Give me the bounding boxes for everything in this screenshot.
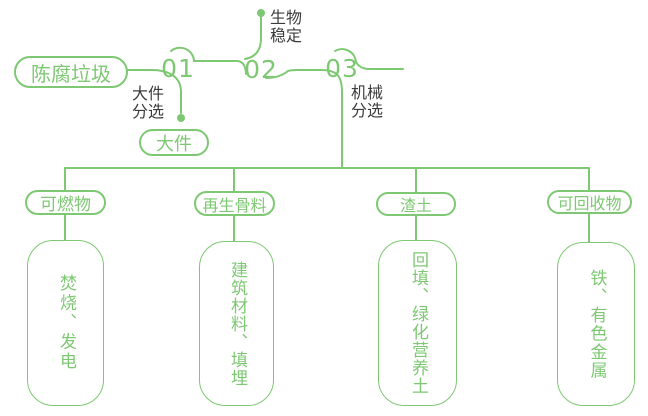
disposal-box-slag: 回填、绿化营养土 [378,240,457,406]
stage-number-01: 01 [161,54,195,83]
connector-stage02-to-bus [265,69,343,169]
disposal-text-recyclables: 铁、有色金属 [586,268,607,380]
source-node: 陈腐垃圾 [14,56,128,88]
branch-pill-slag: 渣土 [376,192,456,216]
branch-pill-combustibles-label: 可燃物 [40,195,91,215]
stage02-process-line2: 稳定 [270,25,303,45]
bulky-item-label: 大件 [156,133,192,155]
stage01-process-label: 大件 分选 [132,85,164,120]
disposal-box-aggregate: 建筑材料、填埋 [199,241,274,406]
stage02-process-label: 生物 稳定 [270,9,302,44]
disposal-text-combustibles: 焚烧、发电 [56,274,76,372]
branch-pill-slag-label: 渣土 [399,196,432,215]
connector-stage03-tail [334,48,404,70]
stage03-process-line1: 机械 [351,83,384,102]
branch-pill-aggregate-label: 再生骨料 [202,195,267,215]
branch-pill-recyclables: 可回收物 [547,190,632,214]
branch-pill-combustibles: 可燃物 [25,190,106,215]
disposal-text-aggregate: 建筑材料、填埋 [227,260,247,387]
stage03-process-label: 机械 分选 [351,84,383,119]
bulky-item-node: 大件 [139,129,209,156]
connector-source-to-bulky [127,69,182,114]
stage-number-02: 02 [244,55,278,84]
stage-number-03: 03 [325,54,359,83]
branch-pill-aggregate: 再生骨料 [194,191,275,216]
stage01-process-line1: 大件 [132,84,165,103]
stage02-process-line1: 生物 [270,8,303,27]
disposal-box-combustibles: 焚烧、发电 [27,240,104,406]
branch-pill-recyclables-label: 可回收物 [557,194,622,213]
node-dot-bulky [177,114,185,122]
node-dot-bio [257,9,265,17]
connector-bio-to-stage02 [244,16,262,60]
connector-stage01-to-stage02 [170,46,247,75]
source-node-label: 陈腐垃圾 [31,61,111,86]
stage01-process-line2: 分选 [132,101,165,121]
disposal-box-recyclables: 铁、有色金属 [557,242,635,406]
stage03-process-line2: 分选 [351,100,384,120]
disposal-text-slag: 回填、绿化营养土 [408,251,428,395]
